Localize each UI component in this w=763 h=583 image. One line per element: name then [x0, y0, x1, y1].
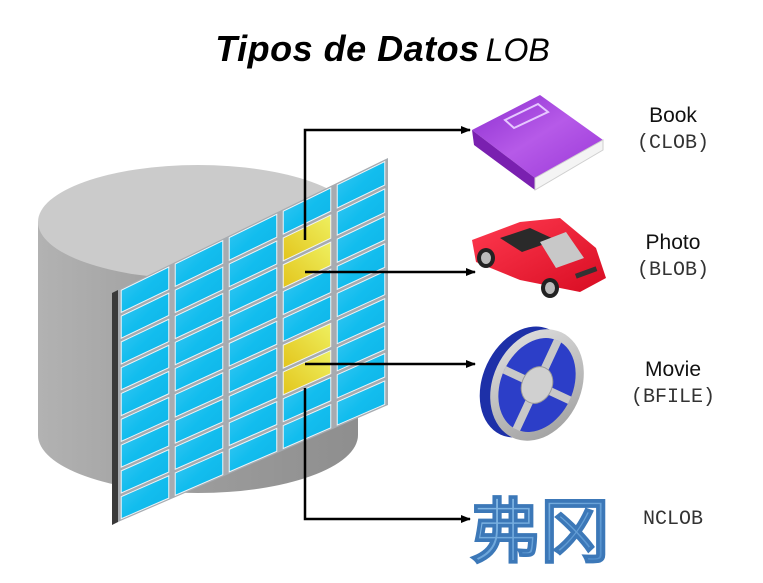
grid-cell	[228, 427, 278, 473]
label-type: NCLOB	[642, 508, 703, 531]
grid-cell	[174, 319, 224, 366]
label-type: (BLOB)	[636, 259, 709, 282]
grid-cell	[228, 213, 278, 261]
title-main: Tipos de Datos	[215, 28, 480, 69]
label-book: Book (CLOB)	[612, 102, 734, 158]
grid-cell	[282, 295, 332, 343]
label-type: (BFILE)	[630, 386, 715, 409]
grid-cell	[282, 268, 332, 316]
grid-cell-highlight	[282, 322, 332, 369]
grid-cell	[228, 240, 278, 288]
title-sub: LOB	[485, 32, 550, 68]
label-photo: Photo (BLOB)	[612, 229, 734, 285]
grid-cell	[336, 380, 386, 426]
grid-cell	[228, 320, 278, 367]
grid-cell	[120, 448, 170, 494]
label-name: Book	[649, 104, 697, 127]
grid-cell	[174, 266, 224, 314]
book-icon	[472, 95, 604, 191]
grid-cell	[174, 345, 224, 392]
car-icon	[472, 218, 606, 298]
label-nclob: NCLOB	[622, 506, 724, 534]
grid-cell	[174, 451, 224, 497]
grid-cell	[228, 374, 278, 420]
grid-cell	[228, 400, 278, 447]
grid-cell	[120, 475, 170, 520]
arrow-to-book	[303, 126, 471, 240]
connectors	[303, 126, 476, 523]
grid-cell	[336, 270, 386, 318]
grid-cell	[336, 188, 386, 236]
svg-text:弗冈: 弗冈	[470, 491, 610, 573]
grid-cell-highlight	[282, 214, 332, 262]
label-name: Photo	[645, 231, 701, 254]
grid-cell-highlight	[282, 349, 332, 396]
label-name: Movie	[644, 358, 702, 381]
grid-cell	[120, 266, 170, 314]
grid-cell	[228, 347, 278, 394]
grid-cell	[120, 396, 170, 443]
chinese-characters-icon: 弗冈	[469, 490, 611, 574]
grid-cell	[282, 187, 332, 235]
grid-cell	[336, 160, 386, 209]
grid-cell	[174, 372, 224, 418]
grid-cell	[228, 267, 278, 314]
grid-cell	[174, 424, 224, 470]
grid-cell	[282, 403, 332, 450]
grid-cell	[336, 243, 386, 291]
arrow-to-nclob	[303, 388, 471, 523]
grid-cell	[174, 239, 224, 288]
grid-edge	[112, 290, 118, 525]
label-type: (CLOB)	[636, 132, 709, 155]
grid-cell	[120, 422, 170, 468]
grid-cell	[228, 293, 278, 341]
grid-cell	[174, 398, 224, 444]
grid-cell-highlight	[282, 241, 332, 289]
grid-cell	[336, 215, 386, 264]
grid-cell	[336, 297, 386, 345]
grid-cell	[120, 344, 170, 391]
grid-cell	[174, 292, 224, 340]
grid-cell	[120, 292, 170, 339]
film-reel-icon	[479, 326, 584, 441]
label-movie: Movie (BFILE)	[612, 356, 734, 412]
grid-cell	[282, 376, 332, 423]
table-grid	[112, 158, 388, 525]
grid-cell	[120, 370, 170, 417]
grid-cell	[120, 318, 170, 365]
